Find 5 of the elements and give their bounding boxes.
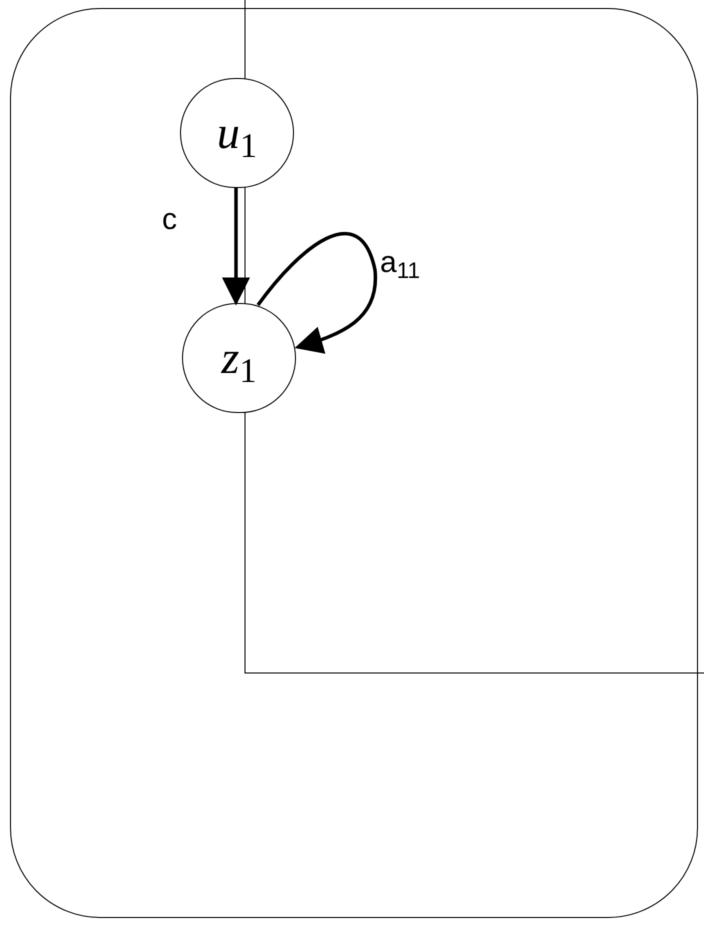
rounded-frame	[10, 8, 698, 918]
arrow	[256, 232, 378, 354]
arrow	[222, 187, 250, 306]
variable-label: z$_{1}$	[221, 335, 257, 381]
variable-label: u$_{1}$	[216, 110, 258, 156]
